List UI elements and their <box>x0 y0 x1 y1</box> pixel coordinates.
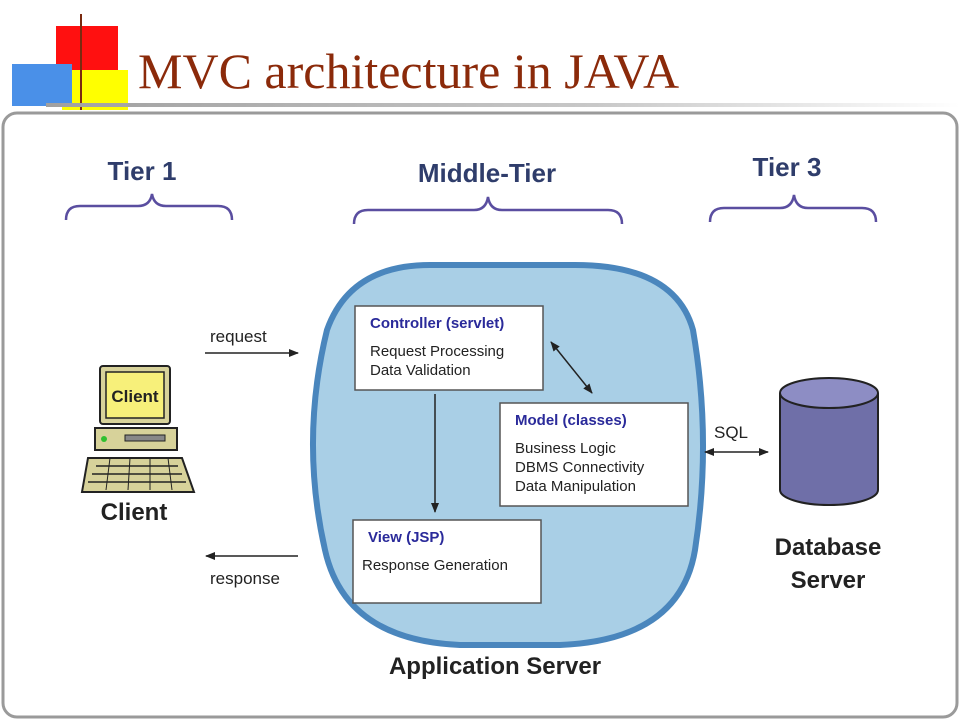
tier1-bracket <box>64 193 234 221</box>
model-line-1: Business Logic <box>515 440 616 457</box>
title-rule <box>46 103 960 107</box>
deco-blue-square <box>12 64 72 106</box>
application-server-label: Application Server <box>389 653 601 680</box>
sql-label: SQL <box>714 423 748 442</box>
client-screen-label: Client <box>111 387 159 406</box>
request-label: request <box>210 327 267 346</box>
model-line-3: Data Manipulation <box>515 478 636 495</box>
client-computer-icon: Client <box>80 365 196 493</box>
controller-box: Controller (servlet) Request Processing … <box>354 305 544 391</box>
controller-title: Controller (servlet) <box>370 315 504 332</box>
model-line-2: DBMS Connectivity <box>515 459 645 476</box>
deco-vertical-line <box>80 14 82 110</box>
tier3-bracket <box>708 194 878 223</box>
model-title: Model (classes) <box>515 412 627 429</box>
model-box: Model (classes) Business Logic DBMS Conn… <box>499 402 689 507</box>
client-label: Client <box>101 499 168 526</box>
controller-line-2: Data Validation <box>370 362 471 379</box>
response-label: response <box>210 569 280 588</box>
database-cylinder-icon <box>779 377 879 506</box>
slide-title: MVC architecture in JAVA <box>138 43 680 99</box>
view-line-1: Response Generation <box>362 557 508 574</box>
controller-model-arrow <box>550 341 593 394</box>
middle-tier-label: Middle-Tier <box>418 158 556 188</box>
database-label-line2: Server <box>791 567 866 594</box>
database-label-line1: Database <box>775 534 882 561</box>
view-title: View (JSP) <box>368 529 444 546</box>
tier1-label: Tier 1 <box>108 156 177 186</box>
view-box: View (JSP) Response Generation <box>352 519 542 604</box>
controller-line-1: Request Processing <box>370 343 504 360</box>
tier3-label: Tier 3 <box>753 152 822 182</box>
middle-tier-bracket <box>352 196 624 225</box>
